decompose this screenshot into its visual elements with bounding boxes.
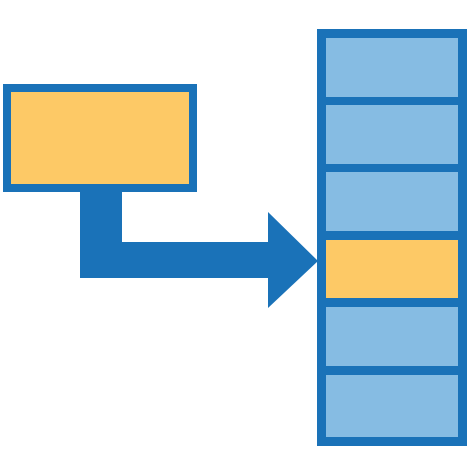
list-slot	[326, 375, 458, 437]
list-slots	[326, 38, 458, 437]
list-slot	[326, 105, 458, 164]
list-slot-highlighted	[326, 240, 458, 298]
arrow-icon	[80, 192, 318, 308]
list-slot	[326, 307, 458, 366]
source-box	[3, 84, 197, 192]
list-slot	[326, 38, 458, 97]
list-slot	[326, 172, 458, 231]
